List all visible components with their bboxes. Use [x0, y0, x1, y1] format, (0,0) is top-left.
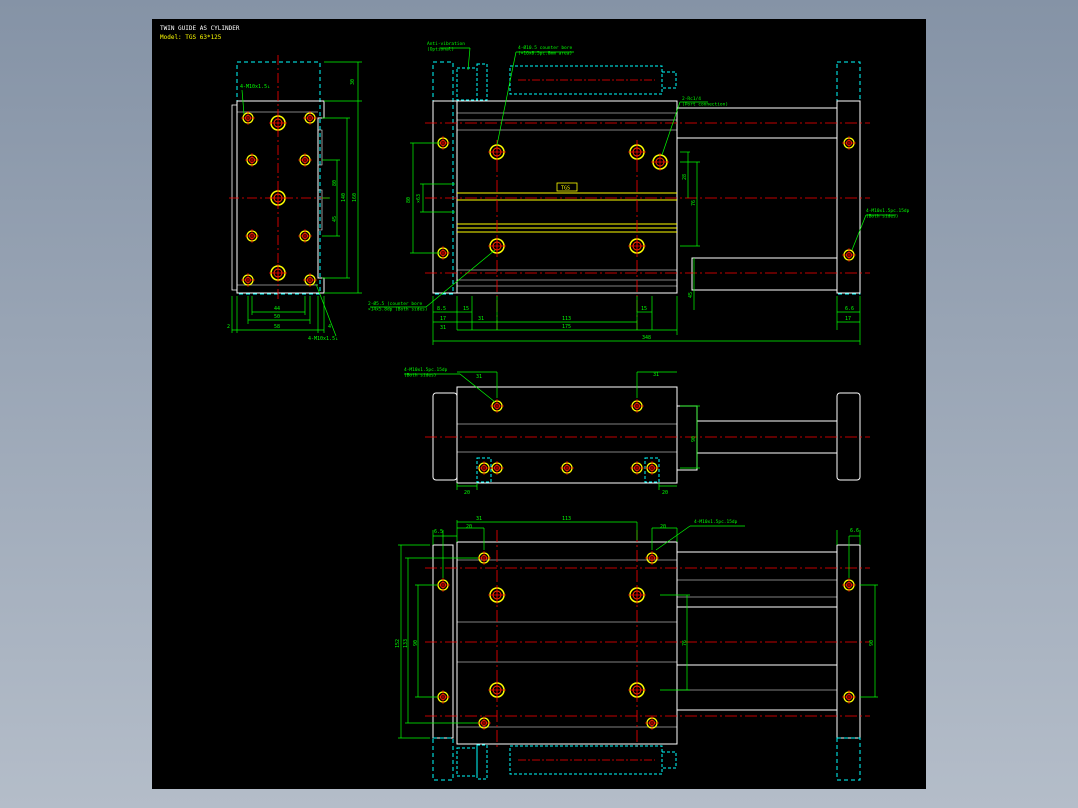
dim-front-76: 76 [691, 200, 697, 206]
dim-top-31a: 31 [476, 374, 482, 380]
dim-end-2: 2 [227, 324, 230, 330]
dim-bottom-90a: 90 [413, 640, 419, 646]
top-view: 4-M10x1.5pc.15dp(Both sides) 31 31 90 20… [404, 367, 870, 496]
bottom-view-callout: 4-M10x1.5pc.15dp [694, 519, 738, 525]
dim-front-348: 348 [642, 335, 651, 341]
dim-top-90: 90 [691, 436, 697, 442]
dim-front-28: 28 [682, 174, 688, 180]
dim-front-6-6: 6.6 [845, 306, 854, 312]
dim-top-31b: 31 [653, 372, 659, 378]
dim-front-80: 80 [406, 197, 412, 203]
title-block: TWIN GUIDE AS CYLINDER Model: TGS 63*125 [160, 25, 240, 41]
callout-port: 2-Rc1/4(Port connection) [682, 96, 728, 107]
dim-end-30: 30 [350, 79, 356, 85]
callout-right-threads: 4-M10x1.5pc.15dp(Both sides) [866, 208, 910, 219]
dim-front-31: 31 [478, 316, 484, 322]
dim-end-160: 160 [352, 193, 358, 202]
drawing-sheet [152, 19, 926, 789]
dim-front-15b: 15 [641, 306, 647, 312]
dim-bottom-76: 76 [682, 640, 688, 646]
dim-bottom-90b: 90 [869, 640, 875, 646]
dim-bottom-6-6: 6.6 [850, 528, 859, 534]
model-number: Model: TGS 63*125 [160, 34, 222, 41]
dim-top-20a: 20 [464, 490, 470, 496]
dim-bottom-20b: 20 [660, 524, 666, 530]
front-view: TGS [368, 41, 910, 345]
dim-top-20b: 20 [662, 490, 668, 496]
dim-front-175: 175 [562, 324, 571, 330]
dim-bottom-20a: 20 [466, 524, 472, 530]
callout-bottom-bore: 2-Ø5.5 (counter bore×14x5.8dp (Both side… [368, 300, 428, 312]
dim-end-140: 140 [341, 193, 347, 202]
dim-front-31b: 31 [440, 325, 446, 331]
dim-end-80: 80 [332, 180, 338, 186]
dim-end-50: 50 [274, 314, 280, 320]
dim-front-8-5: 8.5 [437, 306, 446, 312]
drawing-title: TWIN GUIDE AS CYLINDER [160, 25, 240, 32]
dim-front-17a: 17 [440, 316, 446, 322]
top-view-callout: 4-M10x1.5pc.15dp(Both sides) [404, 367, 448, 378]
dim-end-45: 45 [332, 216, 338, 222]
dim-front-45: 45 [688, 292, 694, 298]
bottom-view: 4-M10x1.5pc.15dp 6.5 20 31 113 20 6.6 15… [395, 516, 878, 781]
end-view-callout-top: 4-M10x1.5↓ [240, 84, 270, 90]
dim-bottom-31: 31 [476, 516, 482, 522]
dim-bottom-113: 113 [562, 516, 571, 522]
dim-front-15a: 15 [463, 306, 469, 312]
dim-end-44: 44 [274, 306, 280, 312]
end-view: 4-M10x1.5↓ 4-M10x1.5↓ 30 80 140 160 45 4… [227, 55, 362, 342]
end-view-callout-bottom: 4-M10x1.5↓ [308, 336, 338, 342]
dim-end-4: 4 [328, 324, 331, 330]
name-plate-text: TGS [561, 186, 570, 192]
dim-bottom-133: 133 [403, 639, 409, 648]
dim-front-bore: ×63 [416, 194, 422, 203]
dim-bottom-152: 152 [395, 639, 401, 648]
dim-end-58: 58 [274, 324, 280, 330]
dim-front-113: 113 [562, 316, 571, 322]
dim-bottom-6-5: 6.5 [434, 529, 443, 535]
callout-plunger: Anti-vibration(Optional) [427, 41, 465, 52]
dim-front-17b: 17 [845, 316, 851, 322]
callout-counterbore: 4-Ø10.5 counter bore(×16x8.5pc.8mm area) [518, 44, 572, 56]
